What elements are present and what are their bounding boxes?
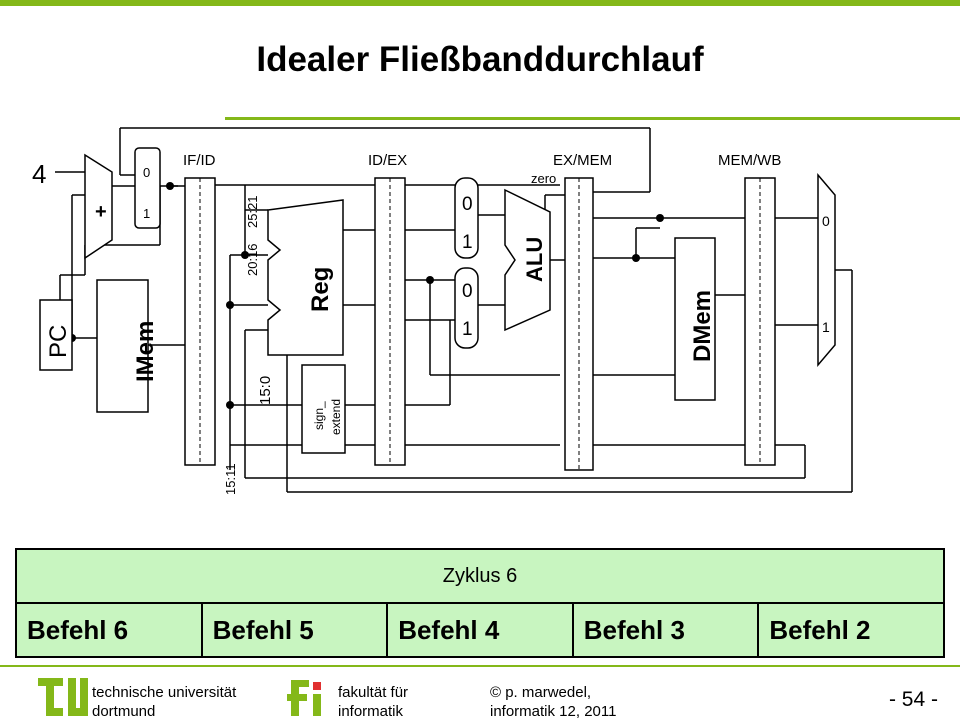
instruction-memory bbox=[96, 279, 149, 413]
cycle-cell-3: Befehl 4 bbox=[386, 602, 574, 658]
alu-mux-a bbox=[454, 177, 479, 259]
fi-logo bbox=[287, 680, 321, 716]
data-memory bbox=[674, 237, 716, 401]
pipeline-diagram: 4 + 0 1 PC IMem Reg ALU DMem sign_ exten… bbox=[32, 127, 853, 495]
adder-plus: + bbox=[95, 201, 107, 223]
faculty-line-1: fakultät für bbox=[338, 684, 409, 701]
pc-register bbox=[39, 299, 73, 371]
stage-memwb: MEM/WB bbox=[718, 152, 781, 169]
cycle-header: Zyklus 6 bbox=[15, 548, 945, 604]
cycle-cell-1: Befehl 6 bbox=[15, 602, 203, 658]
alu-mux-b-0: 0 bbox=[462, 281, 473, 302]
sign-extend-unit bbox=[301, 364, 346, 454]
author-line-1: © p. marwedel, bbox=[490, 684, 592, 701]
pc-label: PC bbox=[45, 325, 72, 358]
pc-mux-0: 0 bbox=[143, 165, 150, 180]
alu-label: ALU bbox=[522, 237, 547, 282]
pc-mux bbox=[134, 147, 161, 229]
cycle-cell-5: Befehl 2 bbox=[757, 602, 945, 658]
footer-line bbox=[0, 665, 960, 667]
bits-rt: 20:16 bbox=[245, 243, 260, 276]
stage-exmem: EX/MEM bbox=[553, 152, 612, 169]
university-line-1: technische universität bbox=[92, 684, 237, 701]
bits-rs: 25:21 bbox=[245, 195, 260, 228]
exmem-register bbox=[564, 177, 594, 471]
pc-mux-1: 1 bbox=[143, 206, 150, 221]
reg-label: Reg bbox=[307, 267, 334, 312]
author-line-2: informatik 12, 2011 bbox=[490, 703, 617, 720]
slide-title: Idealer Fließbanddurchlauf bbox=[256, 40, 704, 79]
cycle-table: Zyklus 6 Befehl 6 Befehl 5 Befehl 4 Befe… bbox=[15, 548, 945, 658]
pipeline-registers bbox=[184, 177, 776, 471]
stage-ifid: IF/ID bbox=[183, 152, 216, 169]
sign-extend-label-2: extend bbox=[329, 399, 343, 435]
tu-logo bbox=[38, 678, 88, 716]
wb-mux-0: 0 bbox=[822, 213, 830, 229]
university-line-2: dortmund bbox=[92, 703, 156, 720]
constant-four: 4 bbox=[32, 159, 46, 189]
top-accent-bar bbox=[0, 0, 960, 6]
writeback-mux bbox=[817, 172, 836, 368]
cycle-cell-2: Befehl 5 bbox=[200, 602, 389, 658]
pc-adder bbox=[84, 153, 113, 260]
cycle-cell-4: Befehl 3 bbox=[571, 602, 760, 658]
bits-rd: 15:11 bbox=[223, 463, 238, 495]
wb-mux-1: 1 bbox=[822, 319, 830, 335]
alu-mux-b-1: 1 bbox=[462, 319, 473, 340]
alu bbox=[504, 188, 551, 332]
faculty-line-2: informatik bbox=[338, 703, 404, 720]
dmem-label: DMem bbox=[689, 290, 716, 362]
university-name: technische universität dortmund bbox=[92, 683, 236, 721]
faculty-name: fakultät für informatik bbox=[338, 683, 408, 721]
alu-mux-a-0: 0 bbox=[462, 194, 473, 215]
sign-extend-label-1: sign_ bbox=[312, 401, 326, 430]
imem-label: IMem bbox=[132, 321, 159, 382]
author-credit: © p. marwedel, informatik 12, 2011 bbox=[490, 683, 616, 721]
register-file bbox=[267, 199, 344, 356]
alu-mux-b bbox=[454, 267, 479, 349]
title-underline bbox=[225, 117, 960, 120]
bits-imm: 15:0 bbox=[257, 376, 274, 405]
stage-idex: ID/EX bbox=[368, 152, 407, 169]
alu-mux-a-1: 1 bbox=[462, 232, 473, 253]
page-number: - 54 - bbox=[888, 688, 938, 711]
zero-label: zero bbox=[531, 171, 556, 186]
